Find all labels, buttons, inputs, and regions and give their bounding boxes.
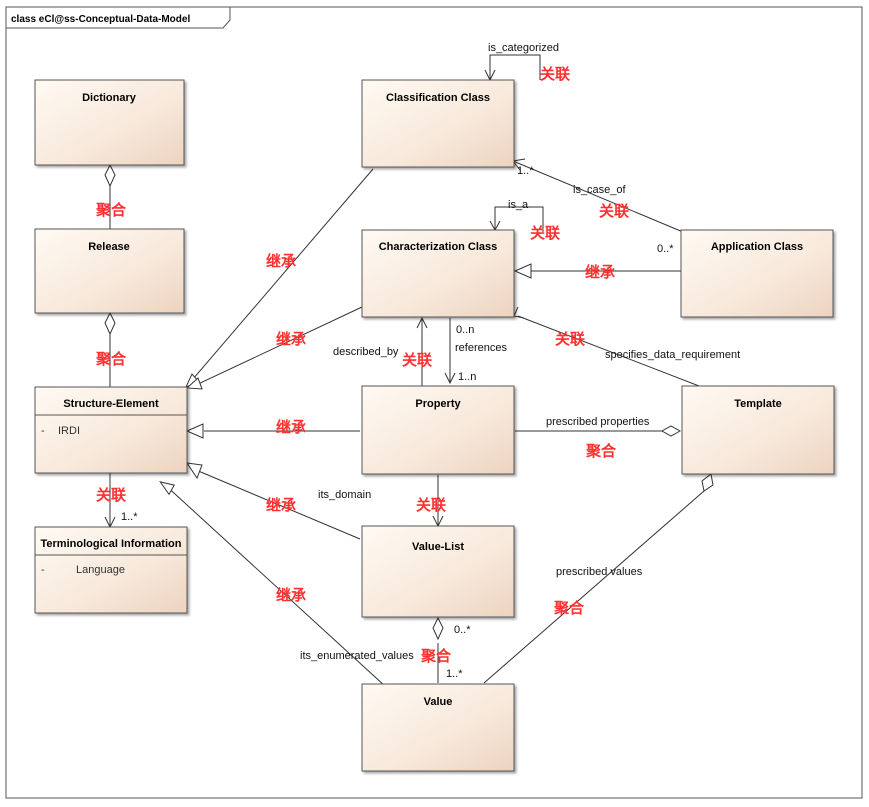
- annotation-guanlian-is-a: 关联: [530, 224, 561, 242]
- label-is-a: is_a: [508, 199, 529, 211]
- class-release[interactable]: [34, 228, 185, 314]
- multiplicity-terminological: 1..*: [121, 511, 138, 523]
- multiplicity-references-target: 1..n: [458, 371, 476, 383]
- class-title-template: Template: [734, 398, 781, 410]
- label-its-domain: its_domain: [318, 489, 371, 501]
- class-dictionary[interactable]: [34, 79, 185, 166]
- diagram-frame: class eCl@ss-Conceptual-Data-Model: [5, 6, 863, 799]
- class-title-value-list: Value-List: [412, 541, 464, 553]
- label-specifies-data-requirement: specifies_data_requirement: [605, 349, 740, 361]
- label-references: references: [455, 342, 507, 354]
- annotation-juhe-enumerated: 聚合: [420, 647, 452, 665]
- arrow-references: [444, 372, 456, 385]
- connector-ends: [104, 163, 714, 641]
- gen-characterization-structure: [195, 306, 363, 386]
- annotation-guanlian-specifies: 关联: [555, 330, 586, 348]
- annotations: 关联 关联 关联 继承 关联 关联 聚合 关联 聚合 聚合 聚合 聚合 关联 继…: [95, 65, 630, 665]
- agg-diamond-dictionary: [104, 163, 116, 188]
- gen-classification-structure: [186, 168, 374, 387]
- annotation-jicheng-value: 继承: [276, 586, 306, 604]
- gen-triangle-characterization: [185, 377, 203, 390]
- multiplicity-references-source: 0..n: [456, 324, 474, 336]
- gen-value-structure: [162, 482, 387, 688]
- attr-irdi: IRDI: [58, 425, 80, 437]
- multiplicity-valuelist: 0..*: [454, 624, 471, 636]
- multiplicity-value: 1..*: [446, 668, 463, 680]
- class-title-characterization: Characterization Class: [379, 241, 498, 253]
- assoc-template-characterization: [517, 315, 713, 392]
- class-titles: Dictionary Release Structure-Element - I…: [41, 92, 804, 708]
- annotation-juhe-prescribed-props: 聚合: [585, 442, 617, 460]
- class-value-list[interactable]: [361, 525, 515, 618]
- assoc-characterization-self: [494, 206, 544, 232]
- annotation-guanlian-terminological: 关联: [96, 486, 127, 504]
- agg-diamond-valuelist: [432, 616, 444, 641]
- compartment-lines: [35, 414, 187, 556]
- class-terminological-information[interactable]: [34, 526, 188, 614]
- annotation-juhe-release: 聚合: [95, 350, 127, 368]
- label-prescribed-properties: prescribed properties: [546, 416, 650, 428]
- class-title-release: Release: [88, 241, 130, 253]
- agg-diamond-template-property: [660, 425, 682, 437]
- class-title-application: Application Class: [711, 241, 803, 253]
- class-property[interactable]: [361, 385, 515, 475]
- multiplicity-application: 0..*: [657, 243, 674, 255]
- attr-visibility-terminological: -: [41, 564, 45, 576]
- gen-triangle-valuelist: [185, 462, 203, 480]
- label-described-by: described_by: [333, 346, 399, 358]
- class-title-value: Value: [424, 696, 453, 708]
- class-template[interactable]: [681, 385, 835, 475]
- class-title-dictionary: Dictionary: [82, 92, 137, 104]
- gen-triangle-application: [513, 263, 532, 279]
- annotation-jicheng-property: 继承: [276, 418, 306, 436]
- class-boxes: [34, 79, 835, 772]
- class-characterization[interactable]: [361, 229, 515, 318]
- gen-valuelist-structure: [195, 469, 361, 540]
- arrow-described-by: [416, 316, 428, 329]
- annotation-juhe-prescribed-values: 聚合: [553, 599, 585, 617]
- class-title-property: Property: [415, 398, 461, 410]
- assoc-classification-self: [489, 54, 541, 80]
- class-structure-element[interactable]: [34, 386, 188, 474]
- class-title-structure-element: Structure-Element: [63, 398, 159, 410]
- agg-diamond-release: [104, 311, 116, 336]
- assoc-template-value: [483, 490, 705, 684]
- agg-diamond-template-value: [701, 473, 714, 492]
- annotation-jicheng-classification: 继承: [266, 252, 296, 270]
- annotation-jicheng-characterization: 继承: [276, 330, 306, 348]
- label-its-enumerated-values: its_enumerated_values: [300, 650, 414, 662]
- annotation-guanlian-described: 关联: [402, 351, 433, 369]
- association-labels: is_categorized is_case_of is_a described…: [121, 42, 740, 680]
- class-value[interactable]: [361, 683, 515, 772]
- annotation-juhe-dictionary: 聚合: [95, 201, 127, 219]
- annotation-guanlian-domain: 关联: [416, 496, 447, 514]
- gen-triangle-value: [159, 481, 175, 496]
- gen-triangle-property: [185, 423, 204, 439]
- multiplicity-classification: 1..*: [517, 165, 534, 177]
- label-is-case-of: is_case_of: [573, 184, 627, 196]
- class-application[interactable]: [680, 229, 834, 318]
- class-title-classification: Classification Class: [386, 92, 490, 104]
- class-title-terminological: Terminological Information: [41, 538, 182, 550]
- annotation-jicheng-valuelist: 继承: [266, 496, 296, 514]
- frame-title: class eCl@ss-Conceptual-Data-Model: [11, 14, 190, 25]
- annotation-guanlian-case-of: 关联: [599, 202, 630, 220]
- class-classification[interactable]: [361, 79, 515, 168]
- label-prescribed-values: prescribed values: [556, 566, 643, 578]
- annotation-guanlian-categorized: 关联: [540, 65, 571, 83]
- assoc-application-classification: [512, 160, 684, 233]
- attr-visibility-structure: -: [41, 425, 45, 437]
- annotation-jicheng-application: 继承: [585, 263, 615, 281]
- attr-language: Language: [76, 564, 125, 576]
- label-is-categorized: is_categorized: [488, 42, 559, 54]
- connectors: [109, 54, 713, 688]
